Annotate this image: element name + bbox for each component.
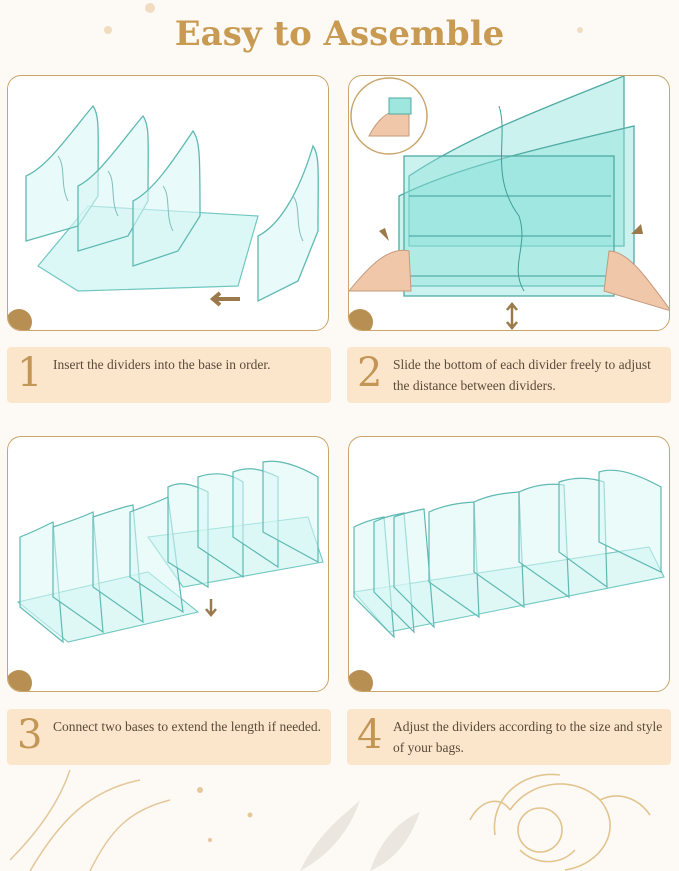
step-1-text: Insert the dividers into the base in ord…	[53, 357, 271, 372]
step-4-text: Adjust the dividers according to the siz…	[393, 719, 663, 755]
step-2-image-panel	[348, 75, 670, 331]
step-2-box: 2 Slide the bottom of each divider freel…	[347, 347, 671, 403]
step-4-number: 4	[357, 712, 383, 758]
step-3-illustration	[16, 460, 324, 644]
step-2-illustration	[349, 76, 669, 330]
step-4-marker-dot	[349, 670, 373, 691]
step-1-image-panel	[7, 75, 329, 331]
step-2-text: Slide the bottom of each divider freely …	[393, 357, 651, 393]
step-2-number: 2	[357, 350, 383, 396]
step-1-box: 1 Insert the dividers into the base in o…	[7, 347, 331, 403]
step-2-marker-dot	[349, 309, 373, 330]
page-title: Easy to Assemble	[174, 14, 505, 54]
step-3-number: 3	[17, 712, 43, 758]
step-1-marker-dot	[8, 309, 32, 330]
step-3-text: Connect two bases to extend the length i…	[53, 719, 322, 734]
step-3-marker-dot	[8, 670, 32, 691]
step-1-number: 1	[17, 350, 43, 396]
step-3-box: 3 Connect two bases to extend the length…	[7, 709, 331, 765]
step-4-image-panel	[348, 436, 670, 692]
step-3-image-panel	[7, 436, 329, 692]
step-4-illustration	[352, 469, 665, 639]
step-1-illustration	[25, 104, 319, 307]
step-4-box: 4 Adjust the dividers according to the s…	[347, 709, 671, 765]
